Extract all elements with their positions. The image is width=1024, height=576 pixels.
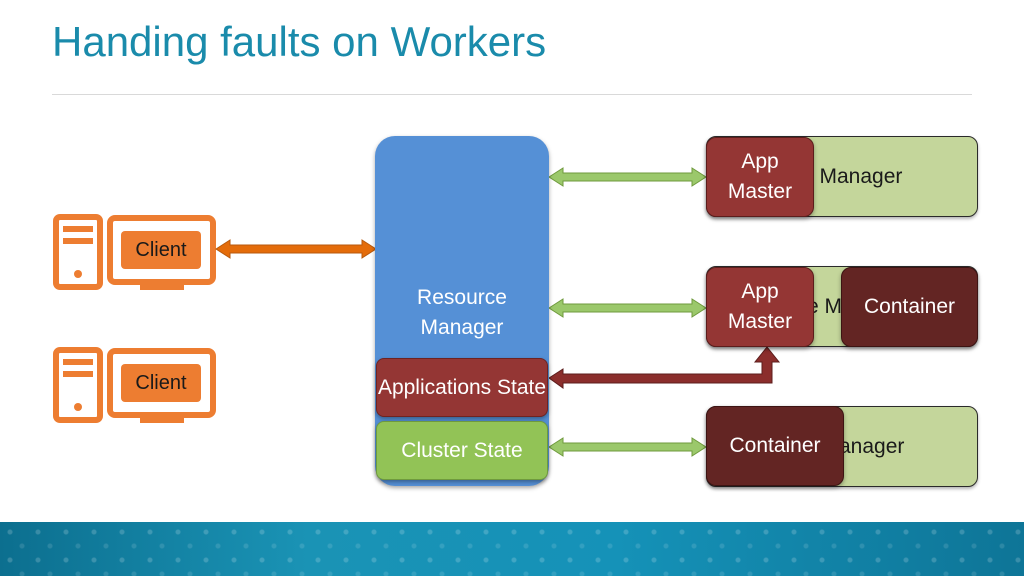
- node-manager-2-label: e M: [807, 294, 843, 318]
- appmaster-appstate-arrow: [548, 346, 781, 389]
- rm-nm2-arrow: [548, 298, 707, 318]
- resource-manager-label: Resource Manager: [417, 286, 507, 339]
- footer-band: [0, 522, 1024, 576]
- client-label-1: Client: [121, 231, 201, 269]
- node-manager-3-label: anager: [839, 434, 905, 458]
- client-rm-arrow: [215, 239, 377, 259]
- applications-state-box: Applications State: [376, 358, 548, 417]
- container-2: Container: [706, 406, 844, 486]
- cluster-state-box: Cluster State: [376, 421, 548, 480]
- title-divider: [52, 94, 972, 95]
- computer-icon-2: [53, 347, 216, 423]
- container-1: Container: [841, 267, 978, 347]
- app-master-1: App Master: [706, 137, 814, 217]
- slide-title: Handing faults on Workers: [52, 18, 547, 65]
- computer-icon-1: [53, 214, 216, 290]
- rm-nm1-arrow: [548, 167, 707, 187]
- client-label-2: Client: [121, 364, 201, 402]
- app-master-2: App Master: [706, 267, 814, 347]
- rm-nm3-arrow: [548, 437, 707, 457]
- node-manager-1-label: e Manager: [802, 164, 903, 188]
